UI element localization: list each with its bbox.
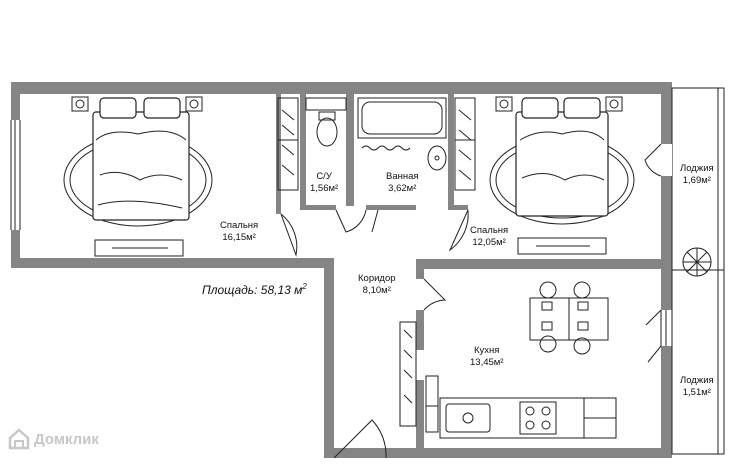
toilet: [305, 97, 347, 147]
watermark: Домклик: [8, 428, 99, 450]
room-label-wc: С/У 1,56м²: [310, 171, 339, 194]
wardrobe-left: [277, 97, 299, 191]
kitchen-furniture: [399, 281, 617, 439]
doors: [280, 143, 662, 459]
room-label-corridor: Коридор 8,10м²: [358, 273, 396, 296]
loggia: [671, 87, 725, 455]
total-area-text: Площадь: 58,13 м: [202, 283, 303, 297]
room-label-bathroom: Ванная 3,62м²: [386, 171, 419, 194]
windows: [10, 120, 673, 346]
room-label-bedroom-2: Спальня 12,05м²: [470, 225, 509, 248]
plant-icon: [682, 247, 712, 277]
total-area-sup: 2: [302, 282, 307, 291]
room-label-loggia-2: Лоджия 1,51м²: [680, 375, 714, 398]
domclick-logo-icon: [8, 428, 30, 450]
room-label-kitchen: Кухня 13,45м²: [470, 345, 504, 368]
room-label-loggia-1: Лоджия 1,69м²: [680, 163, 714, 186]
bed-right: [454, 96, 635, 255]
room-label-bedroom-1: Спальня 16,15м²: [220, 220, 259, 243]
bed-left: [63, 96, 213, 257]
bathtub: [357, 97, 447, 171]
watermark-text: Домклик: [34, 430, 99, 448]
total-area: Площадь: 58,13 м2: [202, 282, 307, 297]
